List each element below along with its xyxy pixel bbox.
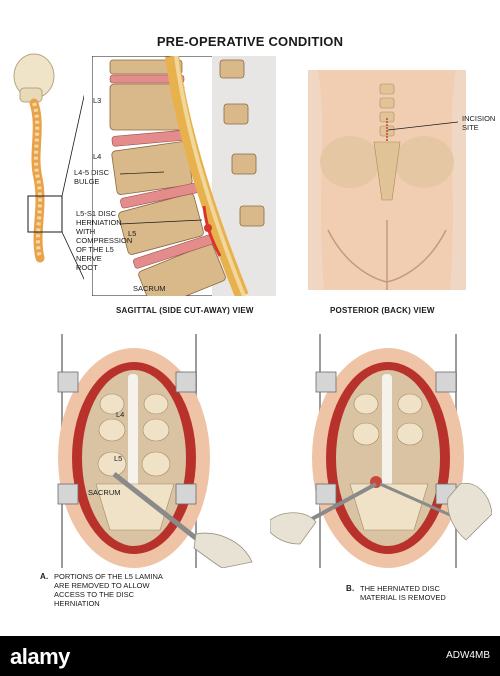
surgical-view-b-illustration — [270, 334, 492, 568]
panel-a-caption: PORTIONS OF THE L5 LAMINA ARE REMOVED TO… — [54, 572, 163, 608]
panel-a-label-l5: L5 — [114, 454, 123, 463]
posterior-view-caption: POSTERIOR (BACK) VIEW — [330, 306, 435, 315]
panel-b-letter: B. — [346, 584, 355, 593]
level-label-l3: L3 — [93, 96, 102, 105]
incision-site-label: INCISION SITE — [462, 114, 496, 132]
disc-bulge-annotation: L4-5 DISC BULGE — [74, 168, 110, 186]
panel-a-label-sacrum: SACRUM — [88, 488, 121, 497]
sagittal-spine-illustration — [92, 56, 276, 296]
level-label-l5: L5 — [128, 229, 137, 238]
skeleton-spine-illustration — [13, 53, 84, 280]
panel-a-label-l4: L4 — [116, 410, 125, 419]
panel-b-caption: THE HERNIATED DISC MATERIAL IS REMOVED — [360, 584, 446, 602]
level-label-sacrum: SACRUM — [133, 284, 166, 293]
level-label-l4: L4 — [93, 152, 102, 161]
image-id: ADW4MB — [446, 650, 490, 661]
page-title: PRE-OPERATIVE CONDITION — [156, 34, 344, 49]
surgical-view-a-illustration — [57, 334, 253, 568]
sagittal-view-caption: SAGITTAL (SIDE CUT-AWAY) VIEW — [116, 306, 254, 315]
watermark-footer: alamy ADW4MB — [0, 636, 500, 676]
disc-herniation-annotation: L5-S1 DISC HERNIATION WITH COMPRESSION O… — [76, 209, 133, 272]
alamy-logo: alamy — [10, 644, 70, 669]
posterior-back-illustration — [308, 70, 466, 290]
panel-a-letter: A. — [40, 572, 49, 581]
